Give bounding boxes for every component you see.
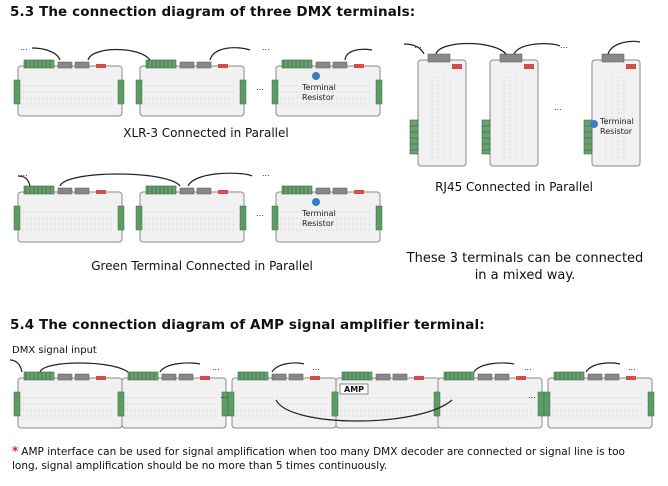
dmx-decoder-device xyxy=(13,59,125,117)
ellipsis: ... xyxy=(528,391,536,400)
xlr3-caption: XLR-3 Connected in Parallel xyxy=(123,126,289,140)
mixed-connection-note: These 3 terminals can be connected in a … xyxy=(406,251,644,283)
ellipsis: ... xyxy=(414,41,422,50)
ellipsis: ... xyxy=(524,363,532,372)
section-5-3-title: 5.3 The connection diagram of three DMX … xyxy=(10,4,416,20)
rj45-cable xyxy=(435,42,507,55)
terminal-resistor-icon xyxy=(312,198,320,206)
terminal-resistor-label: Terminal xyxy=(301,83,336,92)
xlr3-row xyxy=(13,47,383,117)
amp-output-cable xyxy=(275,399,453,422)
rj45-row xyxy=(403,40,641,167)
ellipsis: ... xyxy=(212,363,220,372)
dmx-decoder-device xyxy=(481,53,539,167)
xlr-cable xyxy=(87,49,151,61)
section-5-4-title: 5.4 The connection diagram of AMP signal… xyxy=(10,317,485,333)
terminal-resistor-label: Resistor xyxy=(600,127,633,136)
dmx-decoder-device xyxy=(117,371,229,429)
signal-cable xyxy=(585,362,621,373)
amp-port xyxy=(339,383,369,395)
terminal-resistor-label: Resistor xyxy=(302,219,335,228)
rj45-cable xyxy=(607,40,641,55)
xlr-cable xyxy=(209,47,251,61)
terminal-resistor-label: Terminal xyxy=(599,117,634,126)
ellipsis: ... xyxy=(312,363,320,372)
amp-footnote: *AMP interface can be used for signal am… xyxy=(12,444,652,473)
ellipsis: ... xyxy=(262,169,270,178)
xlr-cable xyxy=(344,48,373,61)
signal-cable xyxy=(271,362,305,373)
terminal-resistor-label: Resistor xyxy=(302,93,335,102)
dmx-decoder-device xyxy=(135,59,247,117)
dmx-decoder-device xyxy=(409,53,467,167)
rj45-cable xyxy=(403,43,425,55)
ellipsis: ... xyxy=(256,209,264,218)
green-cable xyxy=(59,173,181,187)
amp-row xyxy=(9,359,655,429)
dmx-input-cable xyxy=(9,359,23,373)
dmx-signal-input-label: DMX signal input xyxy=(12,345,97,356)
green-terminal-caption: Green Terminal Connected in Parallel xyxy=(91,259,313,273)
asterisk-icon: * xyxy=(12,444,19,458)
amp-footnote-text: AMP interface can be used for signal amp… xyxy=(12,446,625,472)
terminal-resistor-icon xyxy=(590,120,598,128)
signal-cable xyxy=(159,362,201,373)
signal-cable xyxy=(473,362,515,373)
ellipsis: ... xyxy=(256,83,264,92)
amp-label: AMP xyxy=(344,385,364,394)
green-cable xyxy=(17,175,31,187)
rj45-cable xyxy=(513,43,561,55)
green-terminal-row xyxy=(13,172,383,243)
dmx-decoder-device xyxy=(13,371,125,429)
xlr-cable xyxy=(31,47,61,61)
signal-cable xyxy=(39,362,129,373)
ellipsis: ... xyxy=(220,391,228,400)
ellipsis: ... xyxy=(20,169,28,178)
ellipsis: ... xyxy=(262,43,270,52)
dmx-decoder-device xyxy=(13,185,125,243)
dmx-decoder-device xyxy=(227,371,339,429)
ellipsis: ... xyxy=(554,103,562,112)
ellipsis: ... xyxy=(560,41,568,50)
rj45-caption: RJ45 Connected in Parallel xyxy=(435,180,593,194)
dmx-decoder-device xyxy=(433,371,545,429)
dmx-decoder-device xyxy=(543,371,655,429)
terminal-resistor-label: Terminal xyxy=(301,209,336,218)
ellipsis: ... xyxy=(628,363,636,372)
dmx-decoder-device xyxy=(135,185,247,243)
terminal-resistor-icon xyxy=(312,72,320,80)
green-cable xyxy=(187,172,253,187)
ellipsis: ... xyxy=(20,43,28,52)
dmx-decoder-device xyxy=(583,53,641,167)
